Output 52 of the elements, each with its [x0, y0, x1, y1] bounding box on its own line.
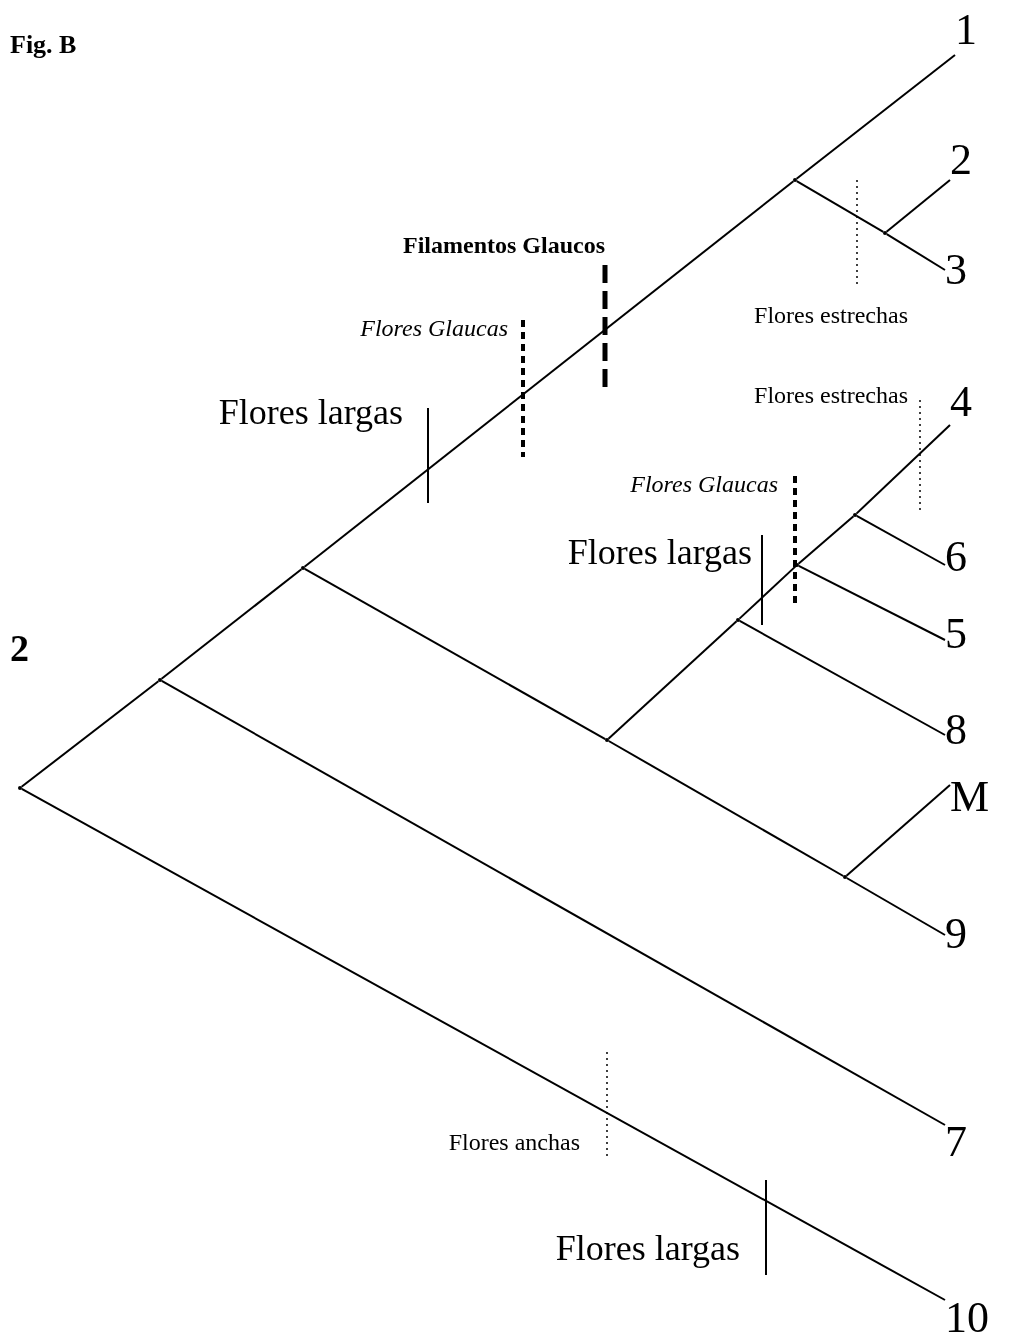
- character-label: Flores estrechas: [754, 301, 908, 329]
- branch-line: [607, 620, 738, 740]
- taxon-label: 2: [950, 138, 972, 182]
- taxon-label: 4: [950, 380, 972, 424]
- branch-node: [605, 738, 609, 742]
- branch-line: [855, 514, 946, 566]
- character-label: Flores Glaucas: [630, 470, 778, 498]
- branch-line: [20, 787, 946, 1301]
- taxon-label: 1: [955, 8, 977, 52]
- character-label: Flores largas: [218, 391, 403, 433]
- branch-node: [853, 513, 857, 517]
- branch-node: [843, 875, 847, 879]
- branch-line: [20, 680, 160, 788]
- branch-line: [607, 740, 845, 877]
- character-label: Flores estrechas: [754, 381, 908, 409]
- branch-line: [845, 877, 946, 936]
- branch-line: [795, 180, 885, 233]
- branch-line: [160, 568, 303, 680]
- branch-line: [303, 180, 795, 568]
- branch-node: [158, 678, 162, 682]
- branch-line: [797, 564, 946, 641]
- taxon-label: 6: [945, 535, 967, 579]
- branch-node: [18, 786, 22, 790]
- taxon-label: M: [950, 775, 990, 819]
- branch-line: [855, 424, 951, 515]
- branch-line: [885, 179, 951, 233]
- branch-line: [845, 784, 951, 877]
- character-label: 2: [10, 626, 29, 670]
- figure-title: Fig. B: [10, 30, 77, 60]
- character-label: Flores Glaucas: [360, 314, 508, 342]
- taxon-label: 10: [945, 1296, 989, 1340]
- branch-node: [795, 563, 799, 567]
- character-label: Flores largas: [567, 531, 752, 573]
- taxon-label: 7: [945, 1120, 967, 1164]
- character-label: Flores anchas: [448, 1128, 580, 1156]
- taxon-label: 8: [945, 708, 967, 752]
- taxon-label: 3: [945, 248, 967, 292]
- taxon-label: 9: [945, 912, 967, 956]
- branch-node: [883, 231, 887, 235]
- taxon-label: 5: [945, 612, 967, 656]
- branch-line: [885, 233, 946, 271]
- branch-line: [795, 54, 956, 180]
- branch-line: [738, 565, 797, 620]
- branch-line: [160, 680, 946, 1126]
- branch-line: [738, 619, 946, 736]
- character-label: Flores largas: [555, 1227, 740, 1269]
- branch-node: [793, 178, 797, 182]
- branch-line: [303, 568, 607, 740]
- character-label: Filamentos Glaucos: [403, 231, 605, 259]
- branch-line: [797, 515, 855, 565]
- branch-node: [301, 566, 305, 570]
- branch-node: [736, 618, 740, 622]
